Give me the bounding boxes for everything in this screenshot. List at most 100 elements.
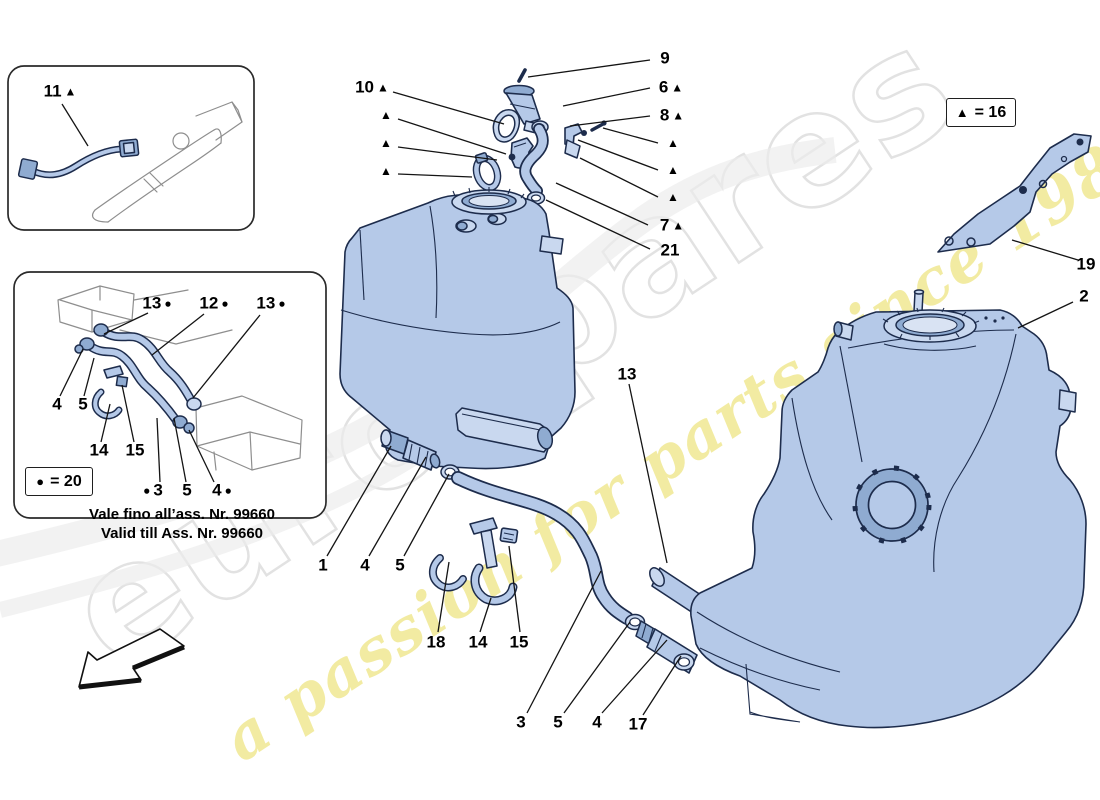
dot-icon: ● [36, 474, 45, 489]
callout-15-19: 15 [126, 442, 145, 459]
callout-3-30: 3 [516, 714, 525, 731]
quantity-marker-icon: ▲ [667, 163, 679, 177]
callout-2-35: 2 [1079, 288, 1088, 305]
callout-15-29: 15 [510, 634, 529, 651]
callout-4-25: 4 [360, 557, 369, 574]
triangle-icon: ▲ [955, 105, 969, 120]
quantity-marker-icon: ▲ [380, 164, 392, 178]
callout-number: 6 [658, 77, 669, 97]
callout-13-13: 13● [142, 295, 171, 312]
quantity-marker-icon: ▲ [672, 108, 685, 122]
callout-number: 12 [199, 293, 219, 313]
callout-18-27: 18 [427, 634, 446, 651]
callout-triangle-marker-8: ▲ [667, 137, 679, 149]
quantity-marker-icon: ▲ [667, 190, 679, 204]
callout-4-32: 4 [592, 714, 601, 731]
callout-14-18: 14 [90, 442, 109, 459]
right-tank [690, 289, 1087, 729]
validity-note-line1: Vale fino all’ass. Nr. 99660 [89, 506, 275, 523]
callout-triangle-marker-2: ▲ [380, 109, 392, 121]
callout-8-7: 8▲ [660, 107, 684, 124]
callout-number: 10 [355, 77, 375, 97]
callout-number: 15 [125, 440, 145, 460]
callout-5-17: 5 [78, 396, 87, 413]
old-hose-bracket [91, 365, 129, 420]
callout-triangle-marker-4: ▲ [380, 165, 392, 177]
callout-10-1: 10▲ [355, 79, 389, 96]
quantity-marker-icon: ▲ [380, 136, 392, 150]
callout-5-31: 5 [553, 714, 562, 731]
callout-number: 5 [78, 394, 88, 414]
triangle-quantity-legend: ▲ = 16 [946, 98, 1016, 127]
callout-3-20: ●3 [143, 482, 163, 499]
quantity-marker-icon: ● [164, 296, 172, 310]
callout-number: 21 [660, 240, 680, 260]
callout-number: 11 [43, 81, 62, 101]
callout-7-11: 7▲ [660, 217, 684, 234]
callout-number: 17 [628, 714, 648, 734]
quantity-marker-icon: ▲ [64, 84, 77, 98]
callout-number: 4 [360, 555, 370, 575]
callout-number: 3 [516, 712, 526, 732]
quantity-marker-icon: ● [143, 483, 151, 497]
callout-9-5: 9 [660, 50, 669, 67]
callout-21-12: 21 [661, 242, 680, 259]
callout-14-28: 14 [469, 634, 488, 651]
callout-5-26: 5 [395, 557, 404, 574]
callout-13-23: 13 [618, 366, 637, 383]
callout-6-6: 6▲ [659, 79, 683, 96]
callout-triangle-marker-10: ▲ [667, 191, 679, 203]
quantity-marker-icon: ● [221, 296, 229, 310]
callout-number: 13 [142, 293, 162, 313]
dot-quantity-legend: ● = 20 [25, 467, 93, 496]
validity-note: Vale fino all’ass. Nr. 99660 Valid till … [56, 506, 308, 544]
callout-number: 5 [553, 712, 563, 732]
callout-number: 18 [426, 632, 446, 652]
callout-number: 15 [509, 632, 529, 652]
callout-number: 5 [395, 555, 405, 575]
callout-number: 4 [52, 394, 62, 414]
dot-legend-text: = 20 [50, 472, 82, 490]
direction-arrow [78, 628, 185, 690]
callout-number: 19 [1076, 254, 1096, 274]
quantity-marker-icon: ▲ [377, 80, 389, 94]
quantity-marker-icon: ▲ [671, 80, 684, 94]
callout-number: 5 [182, 480, 192, 500]
callout-number: 3 [153, 480, 163, 500]
callout-11-0: 11▲ [44, 83, 77, 100]
ghost-filler-neck-outline [92, 101, 243, 223]
validity-note-line2: Valid till Ass. Nr. 99660 [100, 524, 264, 542]
callout-number: 4 [592, 712, 602, 732]
callout-number: 13 [256, 293, 276, 313]
callout-19-34: 19 [1077, 256, 1096, 273]
callout-number: 13 [617, 364, 637, 384]
filler-assembly [472, 68, 607, 205]
callout-number: 1 [318, 555, 328, 575]
callout-12-14: 12● [199, 295, 228, 312]
inset-box-sensor-cable [7, 65, 255, 231]
quantity-marker-icon: ● [278, 296, 286, 310]
callout-number: 14 [89, 440, 109, 460]
callout-number: 7 [659, 215, 670, 235]
callout-number: 2 [1079, 286, 1089, 306]
quantity-marker-icon: ▲ [380, 108, 392, 122]
inset-box-old-hose-layout [13, 271, 327, 519]
quantity-marker-icon: ▲ [667, 136, 679, 150]
callout-1-24: 1 [318, 557, 327, 574]
callout-number: 4 [212, 480, 222, 500]
callout-17-33: 17 [629, 716, 648, 733]
main-hose-assembly [402, 439, 702, 674]
left-tank [339, 187, 576, 470]
triangle-legend-text: = 16 [974, 103, 1007, 121]
old-hoses [74, 323, 202, 434]
callout-13-15: 13● [256, 295, 285, 312]
callout-number: 8 [659, 105, 670, 125]
callout-5-21: 5 [182, 482, 191, 499]
callout-number: 9 [660, 48, 670, 68]
callout-4-22: 4● [212, 482, 232, 499]
quantity-marker-icon: ▲ [672, 218, 685, 232]
callout-triangle-marker-9: ▲ [667, 164, 679, 176]
leader-lines [59, 59, 1079, 716]
